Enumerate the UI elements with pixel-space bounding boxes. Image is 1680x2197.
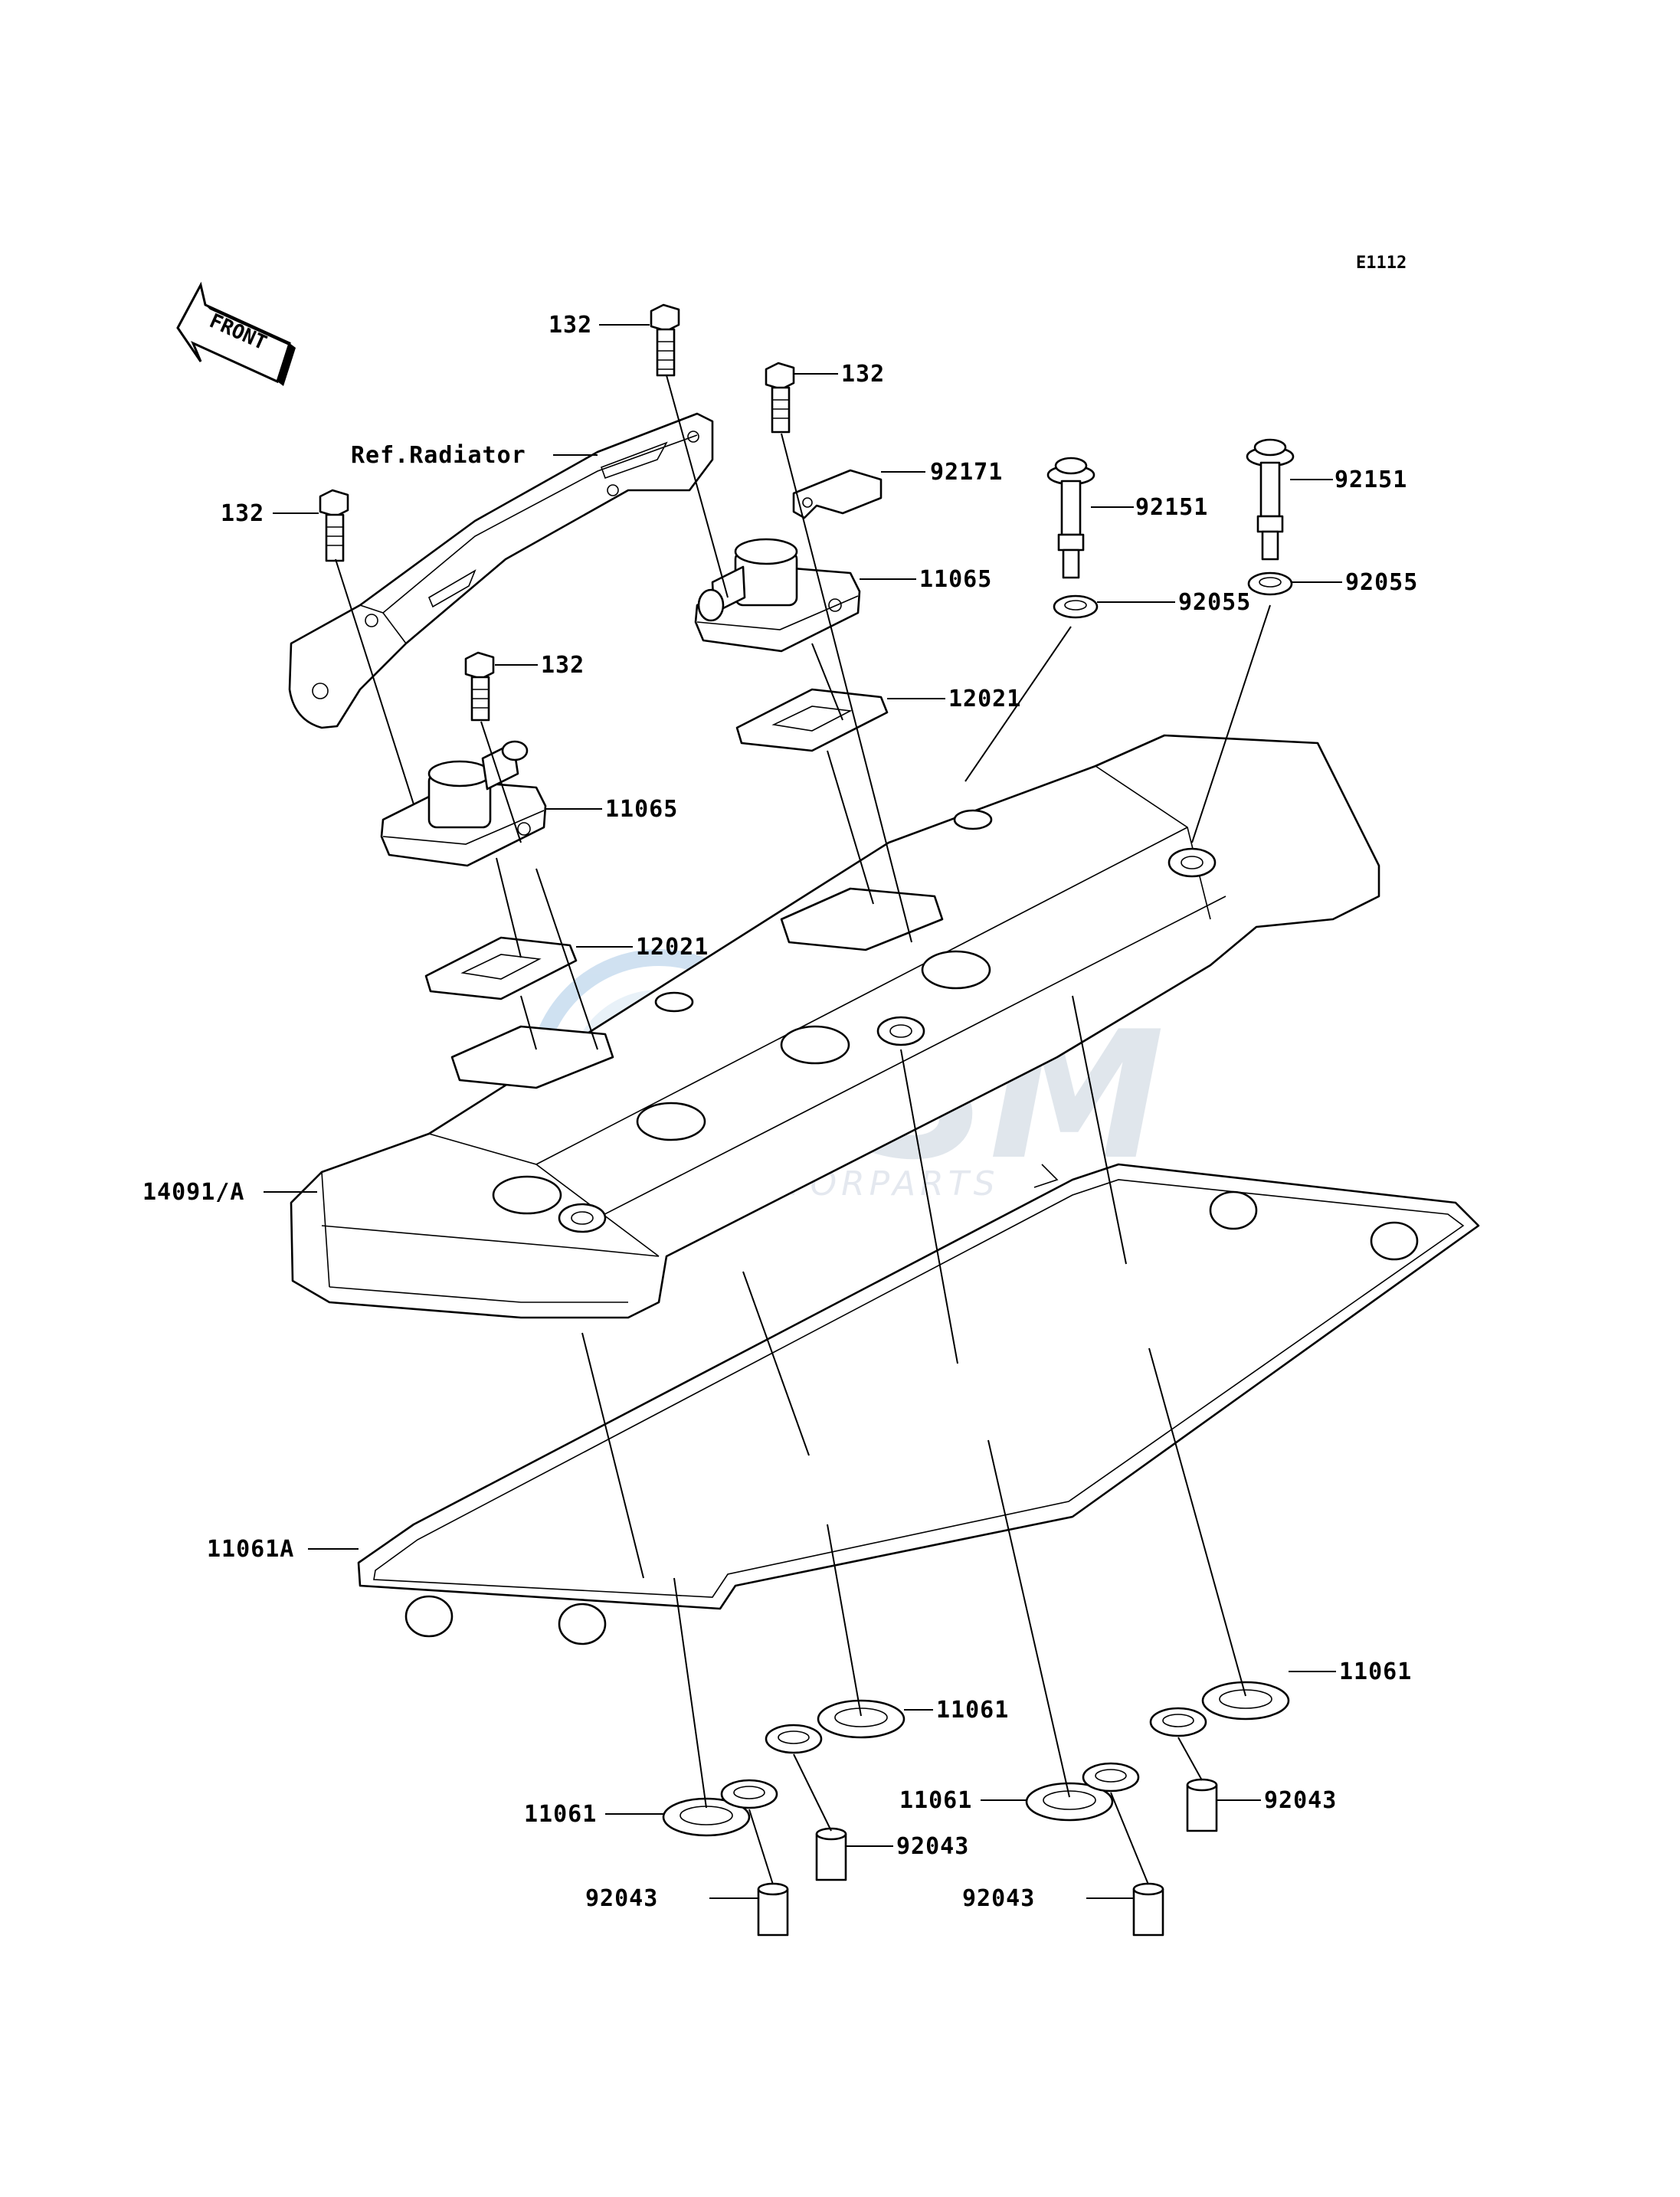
callout-head-cover-gasket: 11061A [207, 1536, 294, 1563]
sleeve-92043-2 [815, 1827, 847, 1881]
gasket-12021-left [424, 936, 578, 1000]
callout-stud-92151-right: 92151 [1335, 467, 1407, 493]
callout-cap-11065-right: 11065 [919, 566, 992, 593]
callout-ref-radiator: Ref.Radiator [351, 442, 526, 469]
assembly-lines [335, 375, 1271, 1885]
callout-sleeve-92043-2: 92043 [896, 1833, 969, 1860]
gasket-12021-right [735, 688, 889, 752]
radiator-bracket [288, 412, 714, 729]
callout-bolt-132-top-left: 132 [549, 312, 592, 339]
bolt-132-top-mid [765, 362, 795, 434]
sleeve-92043-3 [1132, 1882, 1164, 1937]
callout-gasket-12021-left: 12021 [636, 934, 709, 961]
sleeve-92043-4 [1186, 1778, 1218, 1832]
callouts: 132 132 132 132 Ref.Radiator 92171 92151… [142, 312, 1418, 1912]
callout-seal-11061-4: 11061 [1339, 1658, 1412, 1685]
callout-seal-11061-1: 11061 [524, 1801, 597, 1828]
callout-sleeve-92043-3: 92043 [962, 1885, 1035, 1912]
cylinder-head-cover [290, 734, 1380, 1319]
callout-clamp-92171: 92171 [930, 459, 1003, 486]
bolt-132-cap-left [464, 651, 495, 722]
callout-sleeve-92043-1: 92043 [585, 1885, 658, 1912]
clamp-92171 [792, 469, 883, 519]
callout-bolt-132-left: 132 [221, 500, 264, 527]
callout-washer-92055-mid: 92055 [1178, 589, 1251, 616]
cap-11065-left [380, 740, 547, 867]
callout-bolt-132-top-mid: 132 [841, 361, 885, 388]
callout-stud-92151-mid: 92151 [1135, 494, 1208, 521]
callout-bolt-132-cap-left: 132 [541, 652, 585, 679]
head-cover-gasket [357, 1163, 1480, 1645]
callout-sleeve-92043-4: 92043 [1264, 1787, 1337, 1814]
stud-92151-right [1246, 438, 1295, 561]
seal-11061-4 [1149, 1681, 1290, 1737]
callout-cylinder-head-cover: 14091/A [142, 1179, 244, 1206]
cap-11065-right [694, 538, 861, 653]
callout-seal-11061-3: 11061 [899, 1787, 972, 1814]
callout-washer-92055-right: 92055 [1345, 569, 1418, 596]
bolt-132-left [319, 489, 349, 562]
washer-92055-right [1247, 571, 1293, 596]
seal-11061-1 [662, 1779, 778, 1837]
front-arrow: FRONT [176, 281, 296, 386]
diagram-code: E1112 [1356, 254, 1407, 273]
callout-seal-11061-2: 11061 [936, 1697, 1009, 1724]
sleeve-92043-1 [757, 1882, 789, 1937]
washer-92055-mid [1053, 594, 1099, 619]
callout-cap-11065-left: 11065 [605, 796, 678, 823]
stud-92151-mid [1046, 457, 1095, 579]
bolt-132-top-left [650, 303, 680, 377]
seal-11061-3 [1025, 1762, 1140, 1822]
callout-gasket-12021-right: 12021 [948, 686, 1021, 712]
seal-11061-2 [765, 1699, 905, 1754]
